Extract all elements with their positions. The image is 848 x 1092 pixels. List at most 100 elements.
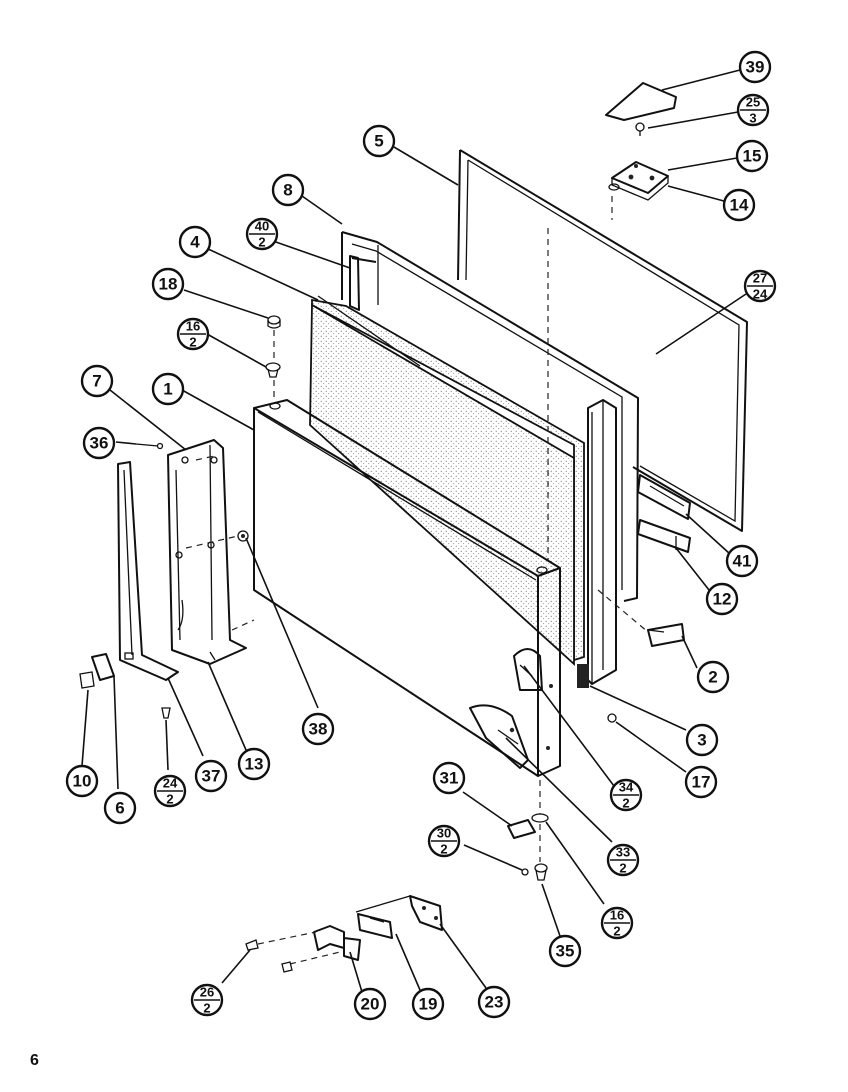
- svg-text:39: 39: [746, 58, 765, 77]
- hinge-cover-screw-part: [635, 122, 645, 136]
- callout-16-2-top: 162: [176, 317, 210, 351]
- svg-text:31: 31: [440, 769, 459, 788]
- callout-17: 17: [684, 765, 718, 799]
- svg-text:20: 20: [361, 995, 380, 1014]
- svg-text:34: 34: [619, 780, 634, 795]
- svg-text:2: 2: [203, 1001, 210, 1016]
- callout-41: 41: [725, 544, 759, 578]
- gasket-channel-part: [637, 474, 691, 520]
- lower-channel-part: [637, 519, 691, 553]
- callout-35: 35: [548, 934, 582, 968]
- hinge-mount-screw-part: [245, 939, 293, 973]
- svg-text:26: 26: [200, 985, 214, 1000]
- svg-text:19: 19: [419, 995, 438, 1014]
- svg-text:16: 16: [186, 319, 200, 334]
- hinge-shim-part: [507, 819, 536, 839]
- callout-15: 15: [735, 139, 769, 173]
- hinge-bushing-part: [265, 362, 281, 378]
- svg-text:12: 12: [713, 590, 732, 609]
- callout-38: 38: [301, 712, 335, 746]
- svg-text:3: 3: [697, 731, 706, 750]
- svg-text:25: 25: [746, 95, 760, 110]
- hinge-pin-part: [534, 863, 548, 881]
- svg-text:27: 27: [753, 271, 767, 286]
- callout-14: 14: [722, 188, 756, 222]
- hinge-plate-part: [313, 925, 361, 961]
- svg-text:8: 8: [283, 181, 292, 200]
- callout-36: 36: [82, 426, 116, 460]
- callout-8: 8: [271, 173, 305, 207]
- svg-text:30: 30: [437, 826, 451, 841]
- svg-text:2: 2: [189, 335, 196, 350]
- callout-4: 4: [178, 225, 212, 259]
- hinge-plug-part: [267, 315, 281, 329]
- callout-37: 37: [194, 759, 228, 793]
- svg-text:10: 10: [73, 772, 92, 791]
- hinge-washer-part: [531, 813, 549, 823]
- bracket-screw-part: [237, 530, 249, 542]
- liner-retainer-strip-part: [349, 255, 377, 311]
- svg-text:15: 15: [743, 147, 762, 166]
- svg-text:36: 36: [90, 434, 109, 453]
- svg-text:2: 2: [613, 924, 620, 939]
- callout-23: 23: [477, 985, 511, 1019]
- handle-bracket-part: [167, 439, 247, 665]
- svg-text:16: 16: [610, 908, 624, 923]
- svg-text:4: 4: [190, 233, 200, 252]
- callout-26-2: 262: [190, 983, 224, 1017]
- side-channel-part: [577, 399, 617, 688]
- hinge-cover-part: [605, 82, 677, 121]
- callout-34-2: 342: [609, 778, 643, 812]
- svg-text:17: 17: [692, 773, 711, 792]
- svg-text:7: 7: [92, 372, 101, 391]
- svg-text:35: 35: [556, 942, 575, 961]
- insulation-panel-part: [309, 295, 585, 667]
- callout-39: 39: [738, 50, 772, 84]
- lower-hinge-cover-part: [513, 648, 553, 691]
- svg-text:2: 2: [708, 668, 717, 687]
- handle-end-clip-part: [79, 653, 115, 689]
- callout-24-2: 242: [153, 774, 187, 808]
- svg-text:41: 41: [733, 552, 752, 571]
- door-front-panel-part: [253, 399, 561, 777]
- callout-12: 12: [705, 582, 739, 616]
- callout-2: 2: [696, 660, 730, 694]
- svg-text:14: 14: [730, 196, 749, 215]
- svg-text:1: 1: [163, 380, 172, 399]
- svg-text:33: 33: [616, 845, 630, 860]
- hinge-pin-bracket-part: [357, 913, 393, 939]
- callout-25-3: 253: [736, 93, 770, 127]
- door-handle-part: [117, 461, 179, 681]
- svg-text:2: 2: [440, 842, 447, 857]
- svg-text:5: 5: [374, 132, 383, 151]
- svg-text:37: 37: [202, 767, 221, 786]
- callout-33-2: 332: [606, 843, 640, 877]
- callout-1: 1: [151, 372, 185, 406]
- svg-text:2: 2: [166, 792, 173, 807]
- svg-text:2: 2: [258, 235, 265, 250]
- callout-10: 10: [65, 764, 99, 798]
- door-stop-part: [647, 623, 685, 647]
- door-gasket-part: [457, 149, 748, 532]
- handle-screw-part: [161, 707, 171, 719]
- svg-text:40: 40: [255, 219, 269, 234]
- svg-text:2: 2: [622, 796, 629, 811]
- callout-31: 31: [432, 761, 466, 795]
- callout-18: 18: [151, 267, 185, 301]
- svg-text:18: 18: [159, 275, 178, 294]
- callout-13: 13: [237, 747, 271, 781]
- callout-16-2-bottom: 162: [600, 906, 634, 940]
- svg-text:2: 2: [619, 861, 626, 876]
- callout-3: 3: [685, 723, 719, 757]
- svg-text:38: 38: [309, 720, 328, 739]
- callout-7: 7: [80, 364, 114, 398]
- callout-6: 6: [103, 791, 137, 825]
- callout-19: 19: [411, 987, 445, 1021]
- callout-40-2: 402: [245, 217, 279, 251]
- svg-text:23: 23: [485, 993, 504, 1012]
- svg-text:6: 6: [115, 799, 124, 818]
- callout-20: 20: [353, 987, 387, 1021]
- bottom-hinge-bracket-part: [469, 704, 550, 769]
